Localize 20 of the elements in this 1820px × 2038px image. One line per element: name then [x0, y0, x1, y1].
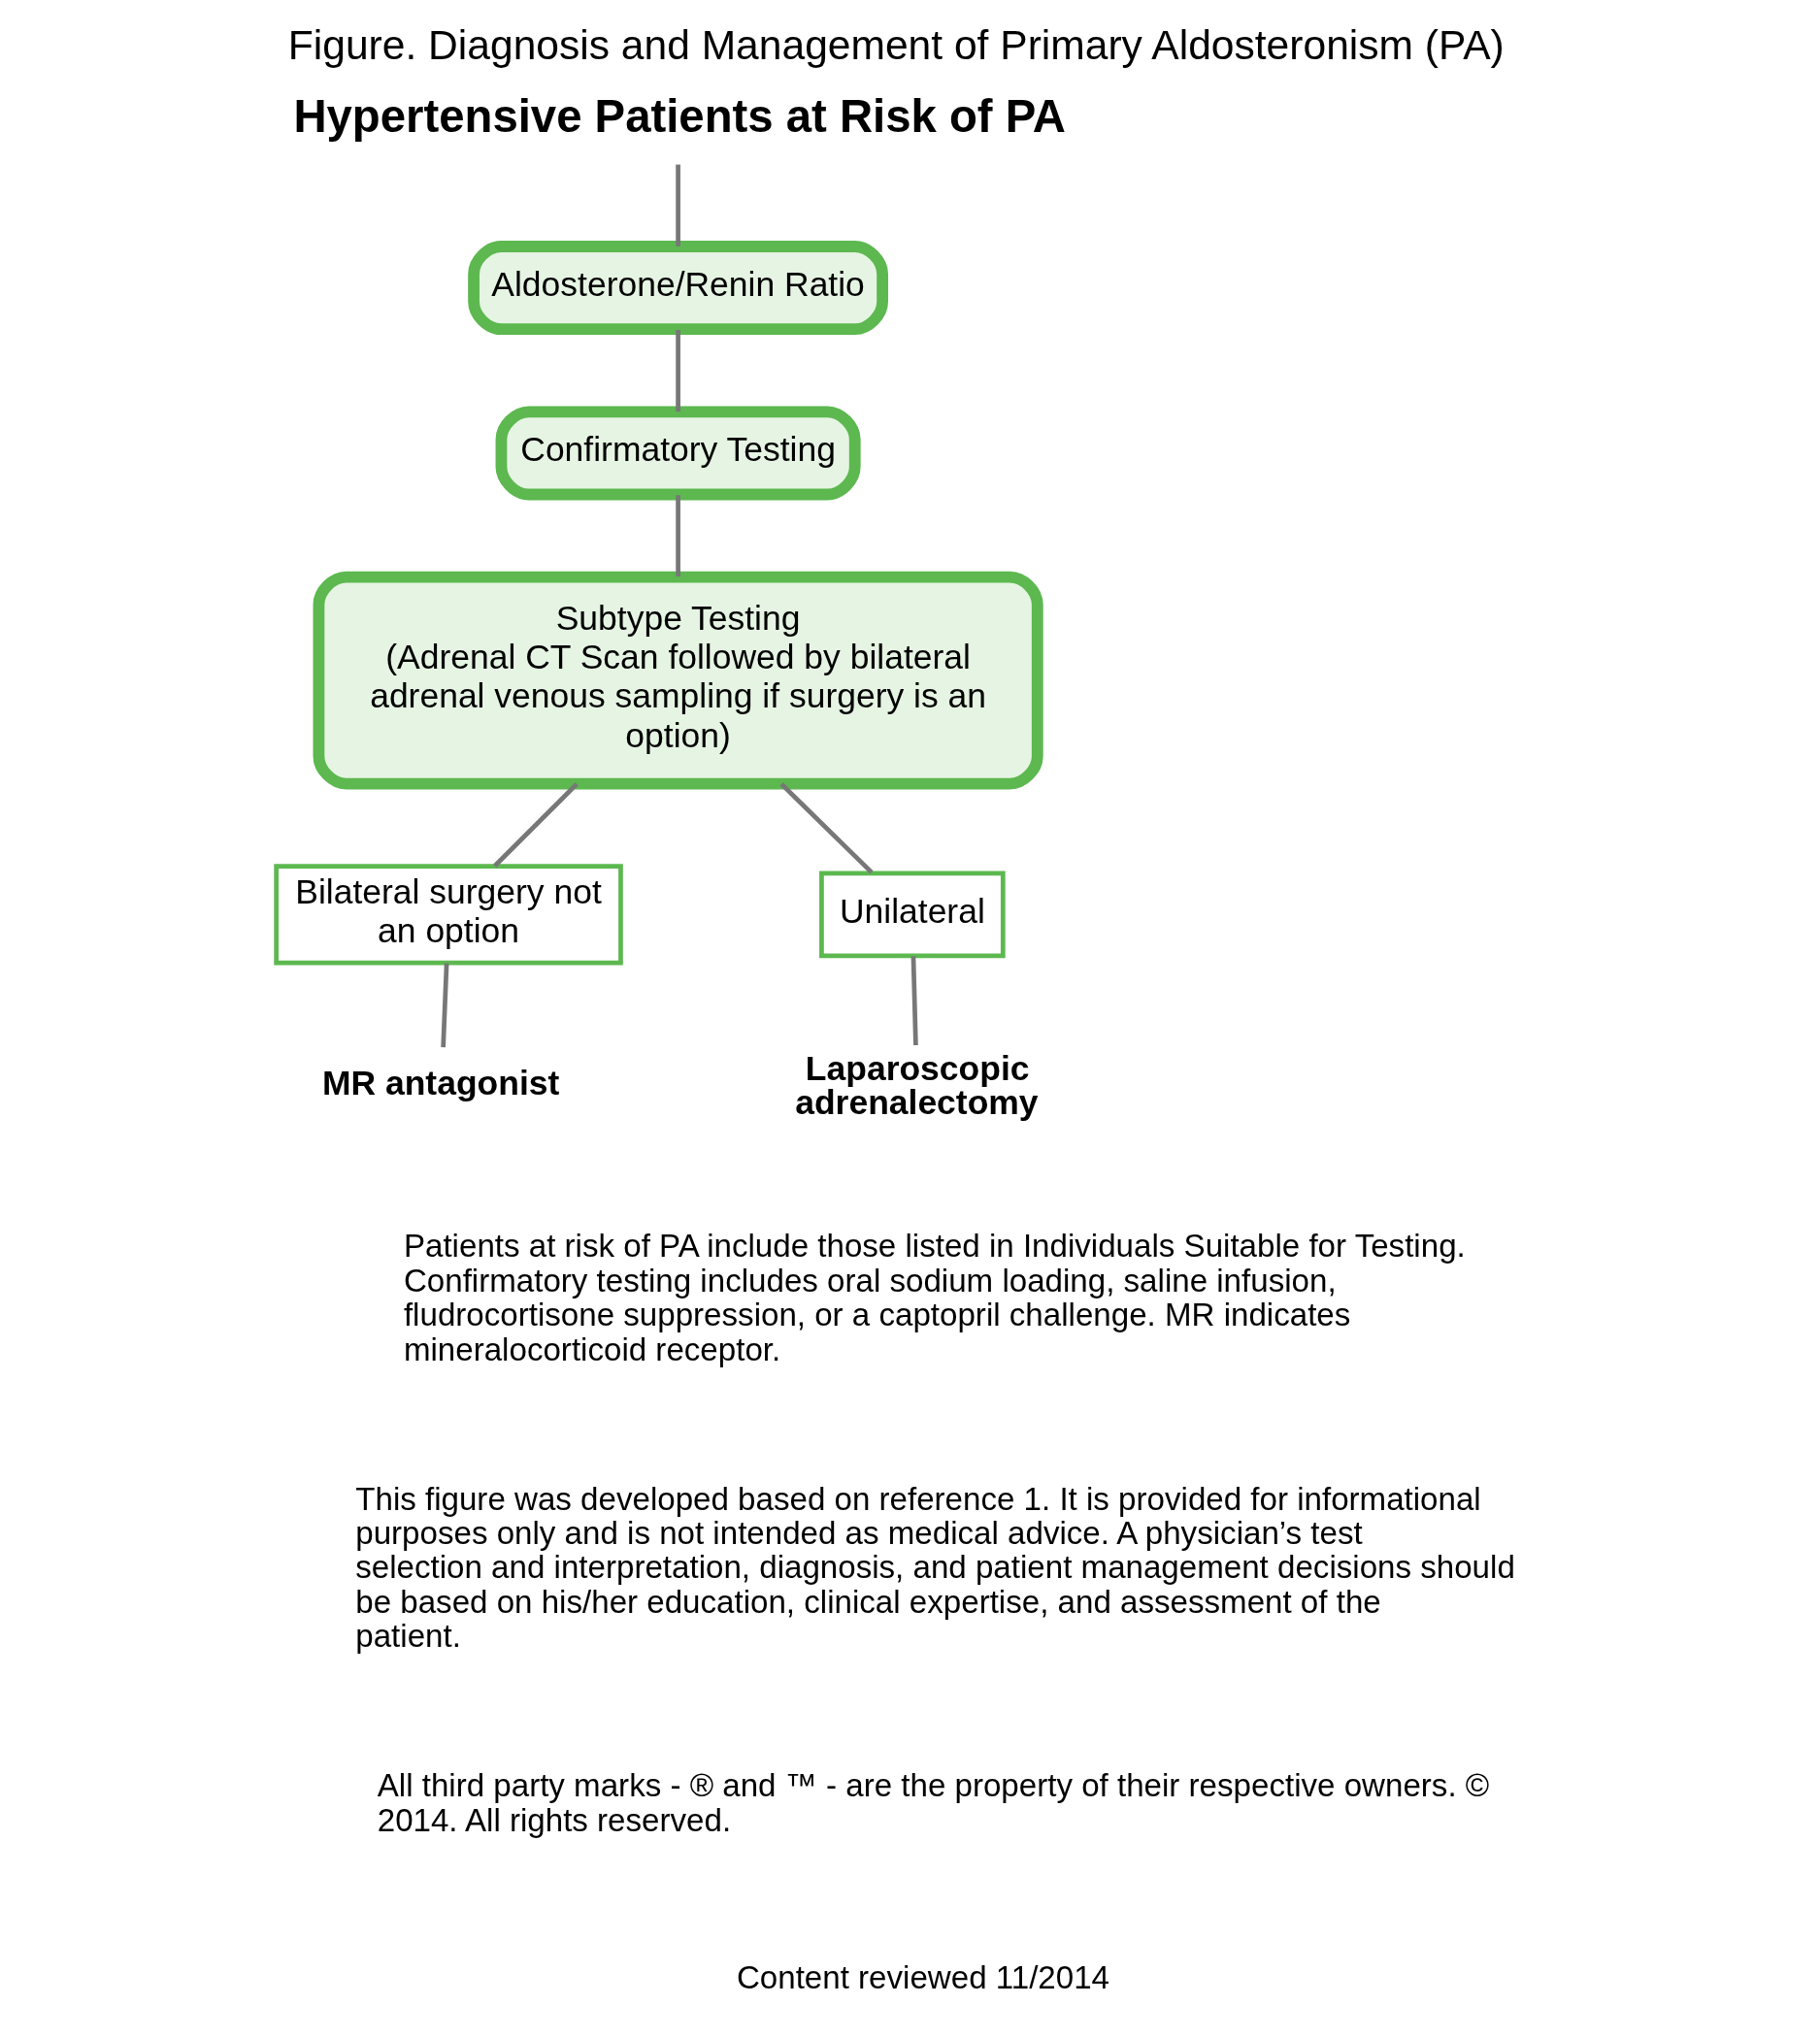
- connector: [910, 956, 918, 1046]
- label: Content reviewed 11/2014: [736, 1958, 1109, 1995]
- connector: [676, 329, 680, 412]
- node-box: Aldosterone/Renin Ratio: [468, 241, 889, 336]
- connector: [441, 963, 449, 1048]
- connector: [779, 782, 874, 874]
- node-text: MR antagonist: [321, 1064, 560, 1103]
- label: Patients at risk of PA include those listed in Individuals Suitable for Testing. Confirmatory testing includes oral sodium loading, saline infusion, fludrocortisone suppression, or a captopril challenge. MR indicates mineralocorticoid receptor.: [403, 1228, 1466, 1367]
- label: This figure was developed based on reference 1. It is provided for informational purposes only and is not intended as medical advice. A physician’s test selection and interpretation, diagnosis, and patient management decisions should be based on his/her education, clinical expertise, and assessment of the patient.: [355, 1480, 1515, 1655]
- node-box: Confirmatory Testing: [495, 406, 861, 501]
- diagram-title: Figure. Diagnosis and Management of Primary Aldosteronism (PA): [287, 21, 1505, 69]
- node-box: Bilateral surgery not an option: [274, 864, 623, 966]
- label: All third party marks - ® and ™ - are the property of their respective owners. © 2014. All rights reserved.: [377, 1767, 1490, 1838]
- connector: [676, 164, 680, 247]
- node-text: Laparoscopic adrenalectomy: [795, 1048, 1039, 1123]
- connector: [676, 495, 680, 577]
- node-text: Hypertensive Patients at Risk of PA: [293, 89, 1066, 142]
- node-box: Unilateral: [819, 871, 1006, 959]
- node-box: Subtype Testing (Adrenal CT Scan followed by bilateral adrenal venous sampling if surgery is an option): [313, 571, 1043, 790]
- connector: [493, 782, 579, 868]
